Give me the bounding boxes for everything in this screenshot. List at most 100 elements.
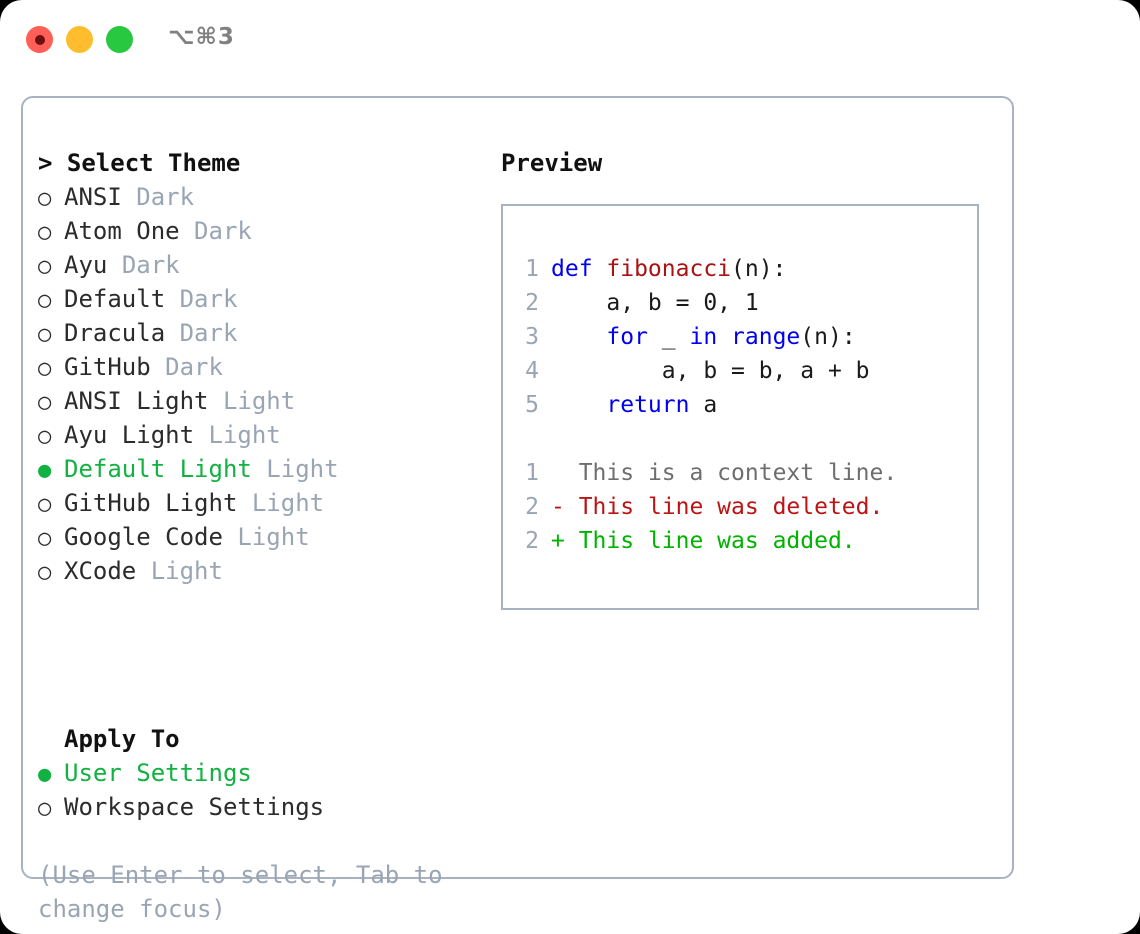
code-token: a, b = b, a + b bbox=[551, 358, 870, 384]
radio-unselected-icon[interactable]: ○ bbox=[38, 288, 52, 313]
theme-name: GitHub Light bbox=[64, 489, 238, 517]
line-number: 2 bbox=[525, 290, 539, 316]
theme-name: Ayu Light bbox=[64, 421, 195, 449]
theme-variant-badge: Dark bbox=[121, 251, 180, 279]
diff-text: This line was deleted. bbox=[578, 494, 884, 520]
apply-to-option-label: Workspace Settings bbox=[64, 793, 325, 821]
line-number: 1 bbox=[525, 256, 539, 282]
theme-list-item[interactable]: ○ Dracula Dark bbox=[38, 316, 488, 350]
theme-variant-badge: Light bbox=[208, 421, 281, 449]
diff-line: 1 This is a context line. bbox=[517, 456, 967, 490]
recording-indicator-icon bbox=[34, 34, 45, 45]
theme-name: GitHub bbox=[64, 353, 151, 381]
minimize-button[interactable] bbox=[66, 26, 93, 53]
theme-variant-badge: Dark bbox=[165, 353, 223, 381]
theme-variant-badge: Dark bbox=[179, 285, 238, 313]
select-theme-header: > Select Theme bbox=[38, 149, 241, 177]
apply-to-option-label: User Settings bbox=[64, 759, 252, 787]
diff-text: This is a context line. bbox=[578, 460, 898, 486]
theme-name: Dracula bbox=[64, 319, 166, 347]
keyboard-hint: (Use Enter to select, Tab to change focu… bbox=[38, 861, 443, 923]
theme-variant-badge: Dark bbox=[136, 183, 195, 211]
window-title: ⌥⌘3 bbox=[168, 24, 235, 50]
code-token bbox=[551, 324, 606, 350]
code-token: _ bbox=[647, 324, 690, 350]
code-line: 4 a, b = b, a + b bbox=[517, 354, 967, 388]
theme-list-item[interactable]: ○ XCode Light bbox=[38, 554, 488, 588]
theme-list-item[interactable]: ● Default Light Light bbox=[38, 452, 488, 486]
theme-variant-badge: Light bbox=[266, 455, 339, 483]
preview-column: Preview bbox=[501, 146, 1001, 180]
theme-variant-badge: Dark bbox=[179, 319, 238, 347]
radio-selected-icon[interactable]: ● bbox=[38, 458, 52, 483]
close-button[interactable] bbox=[26, 26, 53, 53]
radio-unselected-icon[interactable]: ○ bbox=[38, 424, 52, 449]
apply-to-option[interactable]: ○ Workspace Settings bbox=[38, 790, 488, 824]
radio-unselected-icon[interactable]: ○ bbox=[38, 356, 52, 381]
diff-line: 2+ This line was added. bbox=[517, 524, 967, 558]
code-token: fibonacci bbox=[606, 256, 732, 282]
theme-name: XCode bbox=[64, 557, 137, 585]
diff-lines: 1 This is a context line.2- This line wa… bbox=[517, 456, 967, 558]
theme-variant-badge: Dark bbox=[194, 217, 252, 245]
theme-name: Default Light bbox=[64, 455, 252, 483]
apply-to-options: ● User Settings ○ Workspace Settings bbox=[38, 756, 488, 824]
theme-variant-badge: Light bbox=[222, 387, 296, 415]
line-number: 2 bbox=[525, 528, 539, 554]
maximize-button[interactable] bbox=[106, 26, 133, 53]
radio-selected-icon[interactable]: ● bbox=[38, 762, 52, 787]
theme-list-item[interactable]: ○ ANSI Dark bbox=[38, 180, 488, 214]
radio-unselected-icon[interactable]: ○ bbox=[38, 560, 52, 585]
theme-list-item[interactable]: ○ ANSI Light Light bbox=[38, 384, 488, 418]
theme-list-item[interactable]: ○Default Dark bbox=[38, 282, 488, 316]
apply-to-header: Apply To bbox=[64, 725, 180, 753]
diff-text: This line was added. bbox=[578, 528, 856, 554]
theme-list-item[interactable]: ○Atom One Dark bbox=[38, 214, 488, 248]
theme-list-item[interactable]: ○ GitHub Light Light bbox=[38, 486, 488, 520]
code-token: a bbox=[689, 392, 718, 418]
theme-name: Ayu bbox=[64, 251, 108, 279]
code-line: 3 for _ in range(n): bbox=[517, 320, 967, 354]
preview-header: Preview bbox=[501, 149, 603, 177]
theme-list-item[interactable]: ○ GitHub Dark bbox=[38, 350, 488, 384]
line-number: 1 bbox=[525, 460, 539, 486]
code-line: 5 return a bbox=[517, 388, 967, 422]
radio-unselected-icon[interactable]: ○ bbox=[38, 796, 52, 821]
theme-name: ANSI Light bbox=[64, 387, 209, 415]
apply-to-group: Apply To ● User Settings ○ Workspace Settin… bbox=[38, 722, 488, 824]
theme-variant-badge: Light bbox=[251, 489, 325, 517]
theme-list-item[interactable]: ○ Ayu Dark bbox=[38, 248, 488, 282]
main-panel: > Select Theme ○ANSI Dark○Atom One Dark○… bbox=[21, 96, 1014, 923]
apply-to-option[interactable]: ● User Settings bbox=[38, 756, 488, 790]
theme-variant-badge: Light bbox=[150, 557, 223, 585]
radio-unselected-icon[interactable]: ○ bbox=[38, 220, 52, 245]
diff-line: 2- This line was deleted. bbox=[517, 490, 967, 524]
line-number: 3 bbox=[525, 324, 539, 350]
radio-unselected-icon[interactable]: ○ bbox=[38, 492, 52, 517]
theme-list: ○ANSI Dark○Atom One Dark○Ayu Dark○Defaul… bbox=[38, 180, 488, 588]
theme-name: ANSI bbox=[64, 183, 122, 211]
code-token: for bbox=[606, 324, 648, 350]
theme-list-column: > Select Theme ○ANSI Dark○Atom One Dark○… bbox=[38, 146, 488, 588]
code-token: (n): bbox=[731, 256, 787, 282]
code-token: a, b = 0, 1 bbox=[551, 290, 759, 316]
radio-unselected-icon[interactable]: ○ bbox=[38, 390, 52, 415]
radio-unselected-icon[interactable]: ○ bbox=[38, 254, 52, 279]
line-number: 2 bbox=[525, 494, 539, 520]
radio-unselected-icon[interactable]: ○ bbox=[38, 186, 52, 211]
code-token bbox=[717, 324, 731, 350]
theme-list-item[interactable]: ○ Google Code Light bbox=[38, 520, 488, 554]
theme-name: Google Code bbox=[64, 523, 223, 551]
theme-list-item[interactable]: ○ Ayu Light Light bbox=[38, 418, 488, 452]
theme-variant-badge: Light bbox=[237, 523, 310, 551]
radio-unselected-icon[interactable]: ○ bbox=[38, 526, 52, 551]
radio-unselected-icon[interactable]: ○ bbox=[38, 322, 52, 347]
code-token: in bbox=[689, 324, 718, 350]
line-number: 4 bbox=[525, 358, 539, 384]
title-bar: ⌥⌘3 bbox=[0, 0, 1140, 78]
